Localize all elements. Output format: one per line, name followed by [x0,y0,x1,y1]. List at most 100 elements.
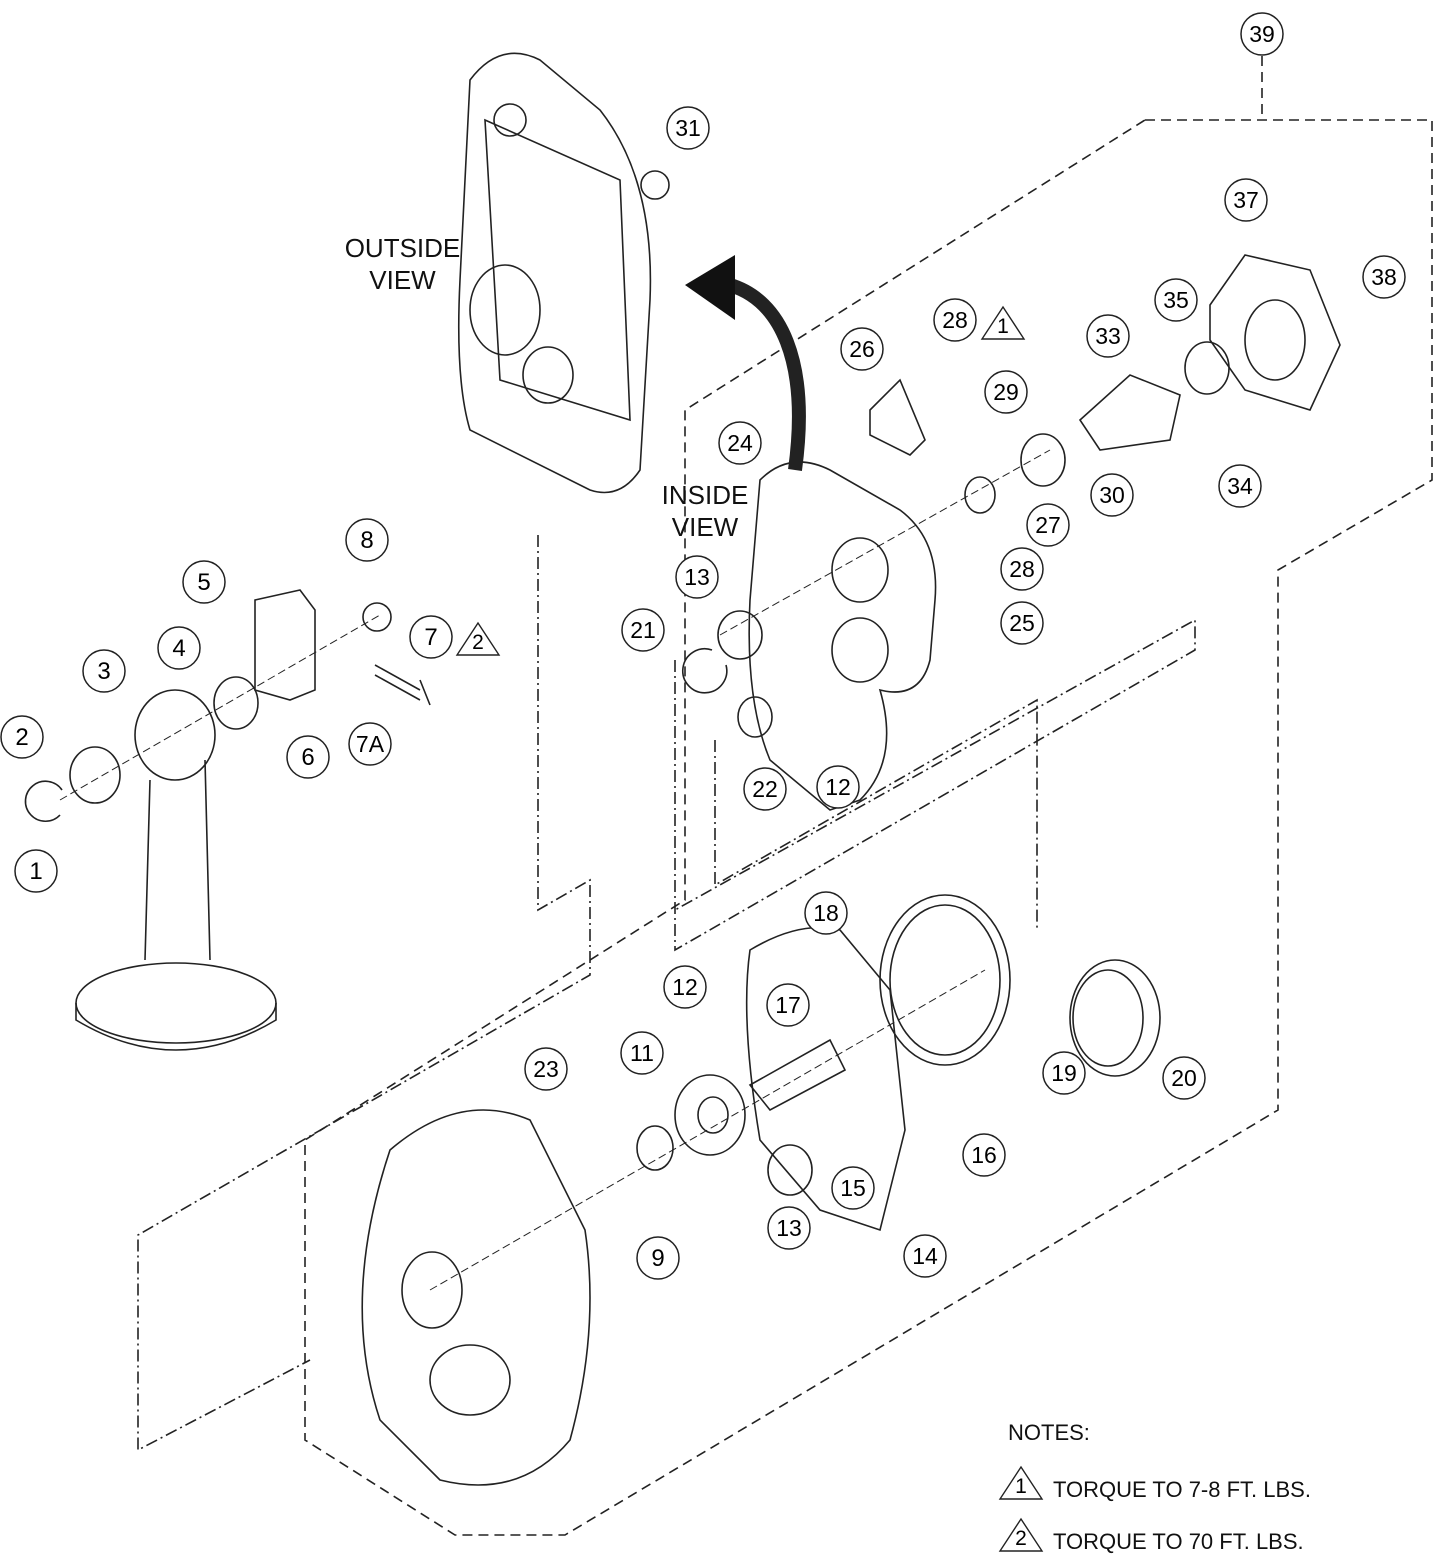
callout-7A: 7A [348,722,392,766]
subassembly-boundary-left [137,535,591,1452]
svg-text:21: 21 [630,617,656,643]
callout-34: 34 [1218,464,1262,508]
callout-33: 33 [1086,314,1130,358]
callout-38: 38 [1362,255,1406,299]
callout-16: 16 [962,1133,1006,1177]
svg-text:39: 39 [1249,21,1275,47]
svg-text:5: 5 [197,569,210,596]
outside-view-line1: OUTSIDE [344,233,461,263]
callout-7: 7 [409,615,453,659]
callout-17: 17 [766,983,810,1027]
outside-view-label: OUTSIDE VIEW [330,232,475,296]
mount-assembly-3 [24,589,316,1051]
svg-text:27: 27 [1035,512,1061,538]
callout-26: 26 [840,327,884,371]
svg-text:31: 31 [675,115,701,141]
svg-text:16: 16 [971,1142,997,1168]
svg-text:14: 14 [912,1243,938,1269]
svg-text:7A: 7A [356,731,385,757]
subassembly-boundary-inner [714,698,1038,930]
callout-11: 11 [620,1031,664,1075]
svg-text:29: 29 [993,379,1019,405]
callout-19: 19 [1042,1051,1086,1095]
callout-3: 3 [82,649,126,693]
flip-arrow [727,278,806,471]
callout-21: 21 [621,608,665,652]
svg-text:35: 35 [1163,287,1189,313]
svg-text:7: 7 [424,624,437,651]
gear-plate-14 [745,926,906,1232]
svg-text:22: 22 [752,776,778,802]
svg-text:17: 17 [775,992,801,1018]
callout-29: 29 [984,370,1028,414]
callout-31: 31 [666,106,710,150]
callout-20: 20 [1162,1056,1206,1100]
svg-text:34: 34 [1227,473,1253,499]
outside-view-housing [457,52,670,494]
svg-text:13: 13 [684,564,710,590]
note-flag-2: 2 [998,1517,1044,1553]
svg-text:28: 28 [1009,556,1035,582]
svg-text:13: 13 [776,1215,802,1241]
callout-12: 12 [663,965,707,1009]
inside-view-label: INSIDE VIEW [640,479,770,543]
callout-13: 13 [675,555,719,599]
callout-37: 37 [1224,178,1268,222]
callout-24: 24 [718,421,762,465]
torque-flag-1: 1 [980,305,1026,341]
svg-text:6: 6 [301,744,314,771]
callout-18: 18 [804,891,848,935]
hub-37 [1209,254,1341,411]
gear-19 [879,894,1011,1066]
inside-housing-24 [748,461,937,811]
svg-text:30: 30 [1099,482,1125,508]
svg-text:12: 12 [672,974,698,1000]
callout-39: 39 [1240,12,1284,56]
svg-text:20: 20 [1171,1065,1197,1091]
callout-12: 12 [816,765,860,809]
callout-4: 4 [157,626,201,670]
torque-flag-2: 2 [455,621,501,657]
notes-title: NOTES: [1008,1420,1090,1445]
note-1-text: TORQUE TO 7-8 FT. LBS. [1053,1477,1311,1502]
callout-23: 23 [524,1047,568,1091]
svg-text:4: 4 [172,635,185,662]
svg-text:33: 33 [1095,323,1121,349]
svg-text:19: 19 [1051,1060,1077,1086]
callout-35: 35 [1154,278,1198,322]
svg-text:11: 11 [630,1040,654,1066]
note-2-text: TORQUE TO 70 FT. LBS. [1053,1529,1304,1554]
callout-8: 8 [345,518,389,562]
svg-text:25: 25 [1009,610,1035,636]
note-flag-1: 1 [998,1465,1044,1501]
callout-5: 5 [182,560,226,604]
callout-15: 15 [831,1166,875,1210]
outside-view-line2: VIEW [369,265,436,295]
svg-text:18: 18 [813,900,839,926]
callout-27: 27 [1026,503,1070,547]
svg-text:37: 37 [1233,187,1259,213]
svg-text:23: 23 [533,1056,559,1082]
svg-text:38: 38 [1371,264,1397,290]
callout-6: 6 [286,735,330,779]
svg-text:9: 9 [651,1245,664,1272]
svg-text:2: 2 [15,724,28,751]
callout-30: 30 [1090,473,1134,517]
front-housing-23 [361,1109,591,1486]
callout-28: 28 [1000,547,1044,591]
svg-text:15: 15 [840,1175,866,1201]
svg-text:8: 8 [360,527,373,554]
callout-13: 13 [767,1206,811,1250]
callout-28: 28 [933,298,977,342]
callout-9: 9 [636,1236,680,1280]
svg-text:3: 3 [97,658,110,685]
svg-text:24: 24 [727,430,753,456]
callout-1: 1 [14,849,58,893]
svg-text:26: 26 [849,336,875,362]
subassembly-boundary-mid [674,618,1196,952]
inside-view-line1: INSIDE [661,480,749,510]
inside-view-line2: VIEW [671,512,739,542]
svg-text:28: 28 [942,307,968,333]
svg-text:12: 12 [825,774,851,800]
